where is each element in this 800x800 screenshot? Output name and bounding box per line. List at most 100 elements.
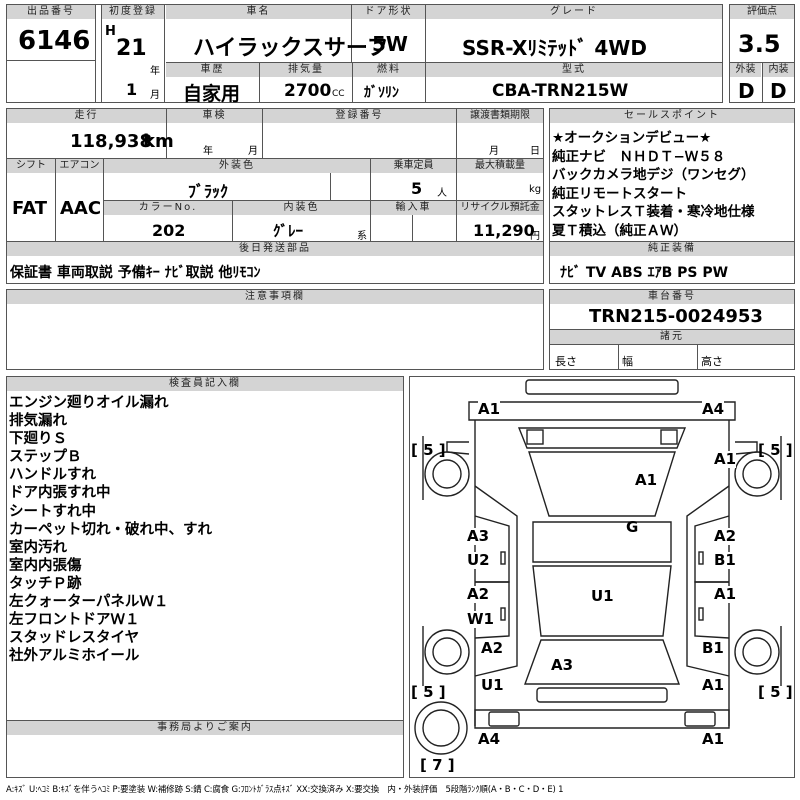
later-parts-value: 保証書 車両取説 予備ｷｰ ﾅﾋﾞ取説 他ﾘﾓｺﾝ [10, 265, 261, 281]
displacement-label: 排気量 [260, 63, 352, 77]
exterior-color-label: 外装色 [104, 159, 370, 173]
door-label: ドア形状 [352, 5, 425, 19]
interior-color-value: ｸﾞﾚｰ [273, 222, 304, 240]
max-load-unit: kg [529, 184, 542, 195]
inspector-note: 室内汚れ [9, 539, 67, 556]
spare-tire: [ 7 ] [420, 756, 455, 774]
score-label: 評価点 [730, 5, 794, 19]
legend: A:ｷｽﾞ U:ﾍｺﾐ B:ｷｽﾞを伴うﾍｺﾐ P:要塗装 W:補修跡 S:錆 … [6, 785, 564, 795]
capacity-value: 5 [411, 179, 423, 198]
grade-value: SSR-Xﾘﾐﾃｯﾄﾞ 4WD [462, 36, 647, 60]
inspector-note: 社外アルミホイール [9, 648, 140, 665]
exterior-color-value: ﾌﾞﾗｯｸ [188, 182, 229, 201]
lot-label: 出品番号 [7, 5, 95, 19]
inspector-note: スタッドレスタイヤ [9, 630, 140, 647]
int-score: D [770, 79, 787, 103]
mileage-value: 118,938 [70, 131, 152, 152]
width-label: 幅 [622, 355, 633, 368]
inspector-note: タッチＰ跡 [9, 575, 82, 592]
first-reg-month: 1 [126, 80, 138, 99]
displacement-value: 2700 [284, 81, 332, 101]
registration-label: 登録番号 [263, 109, 456, 123]
model-label: 型式 [426, 63, 722, 77]
inspector-note: 左クォーターパネルＷ１ [9, 594, 169, 611]
damage-rear-right: A1 [702, 730, 725, 748]
height-label: 高さ [701, 355, 723, 368]
first-reg-label: 初度登録 [102, 5, 164, 19]
dimensions-label: 諸元 [550, 330, 794, 344]
inspector-note: 室内内張傷 [9, 557, 82, 574]
lot-number: 6146 [18, 26, 91, 56]
damage-left-quarter-2: U1 [481, 676, 504, 694]
damage-rear-left: A4 [478, 730, 501, 748]
fuel-label: 燃料 [353, 63, 425, 77]
car-diagram [414, 379, 782, 755]
damage-left-quarter-1: A2 [481, 639, 504, 657]
mileage-unit: km [143, 131, 174, 152]
car-name: ハイラックスサーフ [193, 36, 389, 61]
damage-left-rear-door-1: A2 [467, 585, 490, 603]
inspector-block [6, 376, 404, 778]
era-letter: H [105, 24, 116, 39]
damage-left-front-door-2: U2 [467, 551, 490, 569]
office-notes-label: 事務局よりご案内 [7, 721, 403, 735]
grade-label: グレード [426, 5, 722, 19]
inspection-month-unit: 月 [248, 146, 258, 157]
equipment-label: 純正装備 [550, 242, 794, 256]
inspector-note: ハンドルすれ [9, 467, 96, 484]
damage-trunk: A3 [551, 656, 574, 674]
ac-label: エアコン [56, 159, 103, 173]
sales-point: 純正ナビ ＮＨＤＴ−Ｗ５８ [552, 148, 726, 165]
score-value: 3.5 [738, 30, 781, 58]
sales-points-list: ★オークションデビュー★ 純正ナビ ＮＨＤＴ−Ｗ５８ バックカメラ地デジ（ワンセ… [552, 129, 755, 240]
damage-front-right: A4 [702, 400, 725, 418]
damage-center: U1 [591, 587, 614, 605]
inspection-year-unit: 年 [203, 146, 213, 157]
inspection-label: 車検 [167, 109, 262, 123]
damage-front-fender: A1 [714, 450, 737, 468]
door-type: 5W [372, 32, 408, 56]
displacement-unit: CC [332, 89, 345, 99]
fuel-value: ｶﾞｿﾘﾝ [364, 85, 399, 101]
sales-point: 夏Ｔ積込（純正ＡＷ） [552, 222, 687, 239]
month-unit: 月 [150, 90, 160, 101]
inspector-note: 排気漏れ [9, 413, 67, 430]
inspector-note: エンジン廻りオイル漏れ [9, 395, 169, 411]
recycle-unit: 円 [530, 231, 540, 242]
sales-points-label: セールスポイント [550, 109, 794, 123]
sales-point: ★オークションデビュー★ [552, 130, 712, 146]
max-load-label: 最大積載量 [457, 159, 543, 173]
history-label: 車歴 [166, 63, 259, 77]
ext-score: D [738, 79, 755, 103]
length-label: 長さ [555, 355, 577, 368]
capacity-unit: 人 [437, 188, 447, 199]
damage-right-front-door-1: A2 [714, 527, 737, 545]
inspector-note: カーペット切れ・破れ中、すれ [9, 521, 212, 538]
inspector-note: シートすれ中 [9, 503, 96, 520]
damage-hood: A1 [635, 471, 658, 489]
damage-right-front-door-2: B1 [714, 551, 736, 569]
model-value: CBA-TRN215W [492, 81, 629, 101]
damage-right-quarter-2: A1 [702, 676, 725, 694]
damage-front-left: A1 [478, 400, 501, 418]
sales-point: バックカメラ地デジ（ワンセグ） [552, 167, 755, 183]
damage-left-rear-door-2: W1 [467, 610, 494, 628]
tire-front-right: [ 5 ] [758, 441, 793, 459]
later-parts-label: 後日発送部品 [7, 242, 543, 256]
transfer-month-unit: 月 [489, 146, 499, 157]
import-label: 輸入車 [371, 201, 456, 215]
transfer-day-unit: 日 [530, 146, 540, 157]
interior-color-unit: 系 [357, 231, 367, 242]
year-unit: 年 [150, 66, 160, 77]
tire-rear-left: [ 5 ] [411, 683, 446, 701]
recycle-value: 11,290 [473, 221, 535, 240]
equipment-value: ﾅﾋﾞ TV ABS ｴｱB PS PW [560, 265, 729, 281]
notes-label: 注意事項欄 [7, 290, 543, 304]
damage-roof: G [626, 518, 639, 536]
ext-label: 外装 [730, 63, 761, 77]
tire-front-left: [ 5 ] [411, 441, 446, 459]
first-reg-year: 21 [116, 36, 147, 61]
interior-color-label: 内装色 [233, 201, 370, 215]
history-value: 自家用 [183, 83, 241, 105]
damage-right-rear-door: A1 [714, 585, 737, 603]
